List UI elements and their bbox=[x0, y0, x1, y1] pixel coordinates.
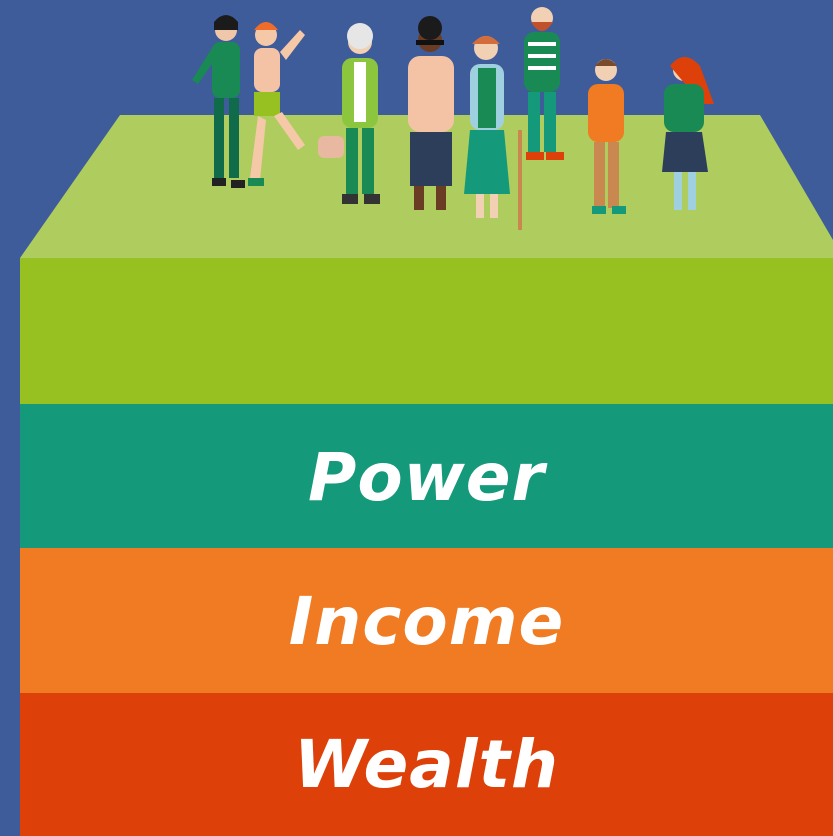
person-icon bbox=[662, 57, 714, 210]
person-icon bbox=[588, 59, 626, 214]
layer-power: Power bbox=[20, 404, 833, 550]
layer-income: Income bbox=[20, 548, 833, 694]
layer-power-label: Power bbox=[308, 438, 545, 516]
person-icon bbox=[248, 22, 305, 186]
layer-top-blank bbox=[20, 258, 833, 404]
person-icon bbox=[318, 23, 380, 204]
group-of-people-icon bbox=[192, 7, 714, 230]
layer-wealth-label: Wealth bbox=[293, 726, 560, 803]
person-icon bbox=[524, 7, 564, 160]
person-icon bbox=[464, 36, 522, 230]
layer-income-label: Income bbox=[288, 582, 565, 660]
person-icon bbox=[192, 15, 245, 188]
person-icon bbox=[408, 16, 454, 210]
layer-wealth: Wealth bbox=[20, 693, 833, 836]
